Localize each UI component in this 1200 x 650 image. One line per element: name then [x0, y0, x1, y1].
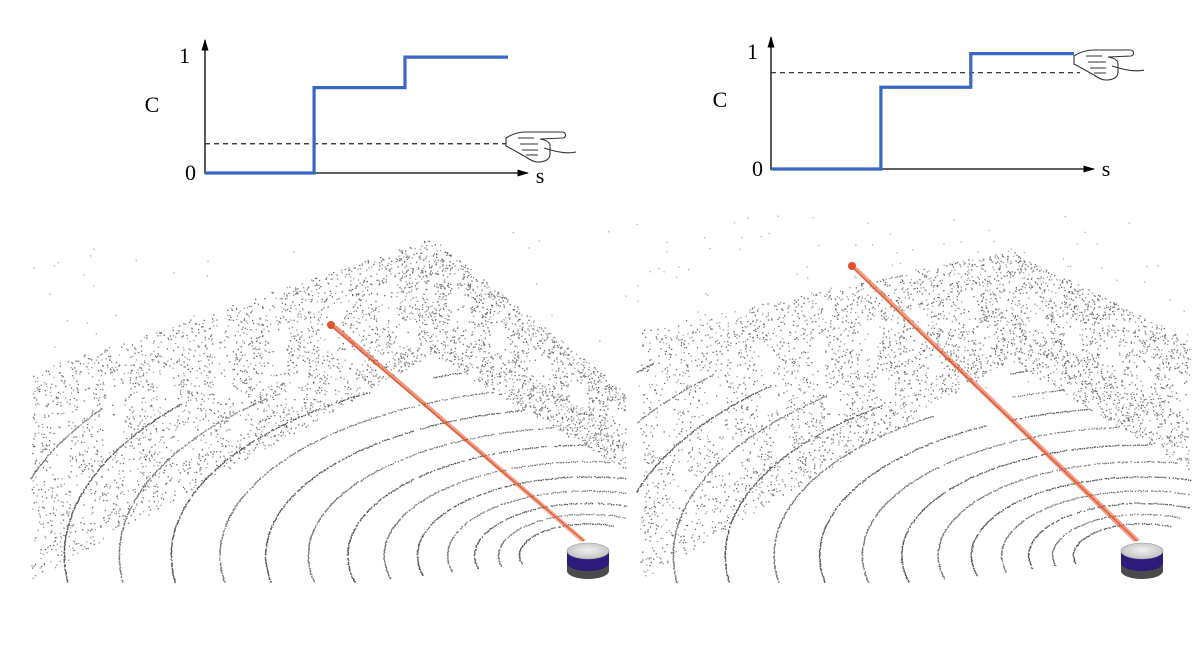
ray-endpoint	[848, 262, 856, 270]
y-tick-label-0: 0	[752, 156, 763, 181]
ray-endpoint	[327, 321, 335, 329]
y-tick-label-0: 0	[185, 160, 196, 185]
lidar-sensor-icon	[1120, 542, 1164, 579]
laser-ray	[327, 321, 586, 542]
lidar-sensor-icon	[566, 542, 610, 579]
point-cloud	[636, 215, 1192, 584]
point-cloud	[30, 231, 627, 584]
x-axis-label: s	[536, 163, 545, 188]
y-tick-label-1: 1	[747, 39, 758, 64]
point-cloud-scene-left	[30, 231, 627, 584]
chart-right: 1 0 C s	[713, 35, 1145, 181]
y-axis-label: C	[713, 87, 728, 112]
laser-ray	[848, 262, 1140, 542]
chart-left: 1 0 C s	[145, 38, 577, 188]
chart-left-axes	[201, 38, 530, 177]
y-tick-label-1: 1	[179, 43, 190, 68]
point-cloud-scene-right	[636, 215, 1192, 584]
pointing-hand-icon	[505, 131, 577, 163]
step-series-line	[771, 52, 1075, 171]
step-series-line	[205, 55, 508, 175]
chart-right-axes	[767, 35, 1096, 173]
x-axis-label: s	[1102, 156, 1111, 181]
pointing-hand-icon	[1073, 49, 1145, 81]
y-axis-label: C	[145, 92, 160, 117]
